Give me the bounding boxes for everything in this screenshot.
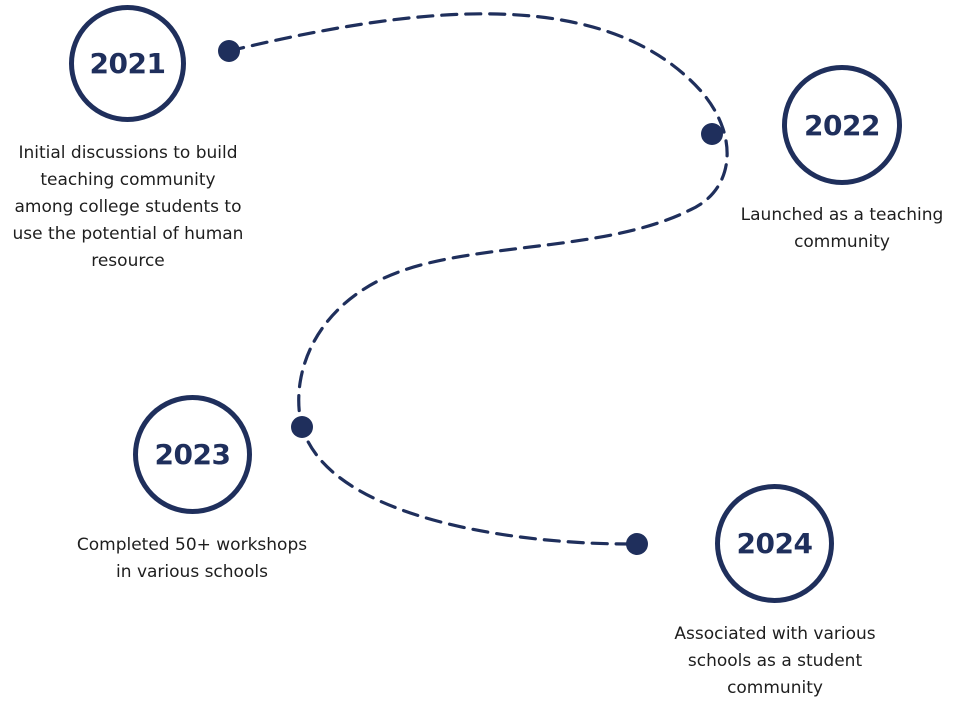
description-line: schools as a student bbox=[687, 651, 863, 671]
timeline-node-dot-2023 bbox=[291, 416, 313, 438]
description-line: use the potential of human bbox=[12, 224, 244, 244]
description-line: resource bbox=[91, 251, 165, 271]
description-line: in various schools bbox=[116, 562, 268, 582]
description-line: teaching community bbox=[40, 170, 216, 190]
milestone-description-2023: Completed 50+ workshops in various schoo… bbox=[52, 532, 332, 586]
year-label-2022: 2022 bbox=[804, 108, 880, 142]
description-line: among college students to bbox=[14, 197, 242, 217]
year-label-2021: 2021 bbox=[89, 47, 166, 80]
milestone-description-2022: Launched as a teaching community bbox=[722, 202, 962, 256]
timeline-node-dot-2024 bbox=[626, 533, 648, 555]
year-label-2023: 2023 bbox=[154, 438, 231, 471]
description-line: Initial discussions to build bbox=[18, 143, 238, 163]
timeline-dashed-path bbox=[227, 12, 729, 546]
description-line: Associated with various bbox=[674, 624, 876, 644]
description-line: Completed 50+ workshops bbox=[76, 535, 308, 555]
milestone-description-2024: Associated with various schools as a stu… bbox=[655, 621, 895, 702]
timeline-node-dot-2021 bbox=[218, 40, 240, 62]
year-circle-2023: 2023 bbox=[133, 395, 252, 514]
year-circle-2021: 2021 bbox=[69, 5, 186, 122]
year-circle-2022: 2022 bbox=[782, 65, 902, 185]
description-line: community bbox=[727, 678, 823, 698]
timeline-node-dot-2022 bbox=[701, 123, 723, 145]
year-circle-2024: 2024 bbox=[715, 484, 834, 603]
description-line: community bbox=[794, 232, 890, 252]
year-label-2024: 2024 bbox=[736, 527, 813, 560]
milestone-description-2021: Initial discussions to build teaching co… bbox=[0, 140, 256, 275]
description-line: Launched as a teaching bbox=[740, 205, 944, 225]
